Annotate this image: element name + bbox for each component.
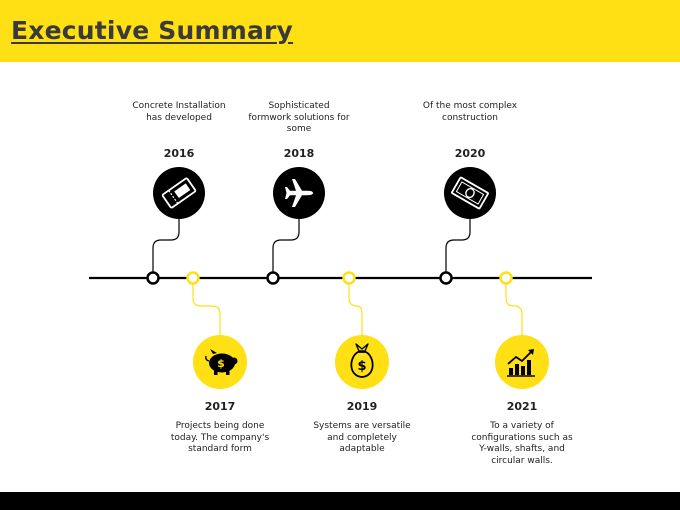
- marker-2018: [266, 271, 280, 285]
- milestone-text-2020: Of the most complex construction: [422, 101, 518, 123]
- connector-2021: [505, 284, 523, 336]
- connector-2016: [152, 218, 180, 272]
- header-bar: Executive Summary: [0, 0, 680, 62]
- milestone-year-2019: 2019: [346, 400, 378, 413]
- growth-chart-icon: [507, 349, 535, 377]
- milestone-text-2017: Projects being done today. The company's…: [170, 421, 270, 454]
- milestone-year-2017: 2017: [204, 400, 236, 413]
- milestone-year-2021: 2021: [506, 400, 538, 413]
- marker-2020: [439, 271, 453, 285]
- milestone-icon-2021: [495, 335, 549, 389]
- milestone-icon-2016: [153, 167, 205, 219]
- connector-2020: [445, 218, 471, 272]
- connector-2017: [192, 284, 221, 336]
- milestone-year-2018: 2018: [283, 147, 315, 160]
- milestone-text-2016: Concrete Installation has developed: [132, 101, 226, 123]
- page-title: Executive Summary: [11, 16, 294, 45]
- banknote-icon: [451, 176, 489, 210]
- svg-text:$: $: [217, 357, 225, 370]
- money-bag-icon: $: [350, 343, 374, 378]
- milestone-icon-2018: [273, 167, 325, 219]
- connector-2018: [272, 218, 300, 272]
- milestone-year-2016: 2016: [163, 147, 195, 160]
- airplane-icon: [285, 179, 313, 207]
- svg-text:$: $: [357, 359, 366, 374]
- marker-2021: [499, 271, 513, 285]
- milestone-text-2019: Systems are versatile and completely ada…: [313, 421, 411, 454]
- marker-2019: [342, 271, 356, 285]
- marker-2016: [146, 271, 160, 285]
- marker-2017: [186, 271, 200, 285]
- footer-bar: [0, 492, 680, 510]
- milestone-text-2018: Sophisticated formwork solutions for som…: [248, 101, 350, 134]
- milestone-icon-2017: $: [193, 335, 247, 389]
- milestone-icon-2019: $: [335, 335, 389, 389]
- milestone-year-2020: 2020: [454, 147, 486, 160]
- ticket-icon: [161, 177, 197, 209]
- piggy-bank-icon: $: [205, 349, 238, 375]
- milestone-text-2021: To a variety of configurations such as Y…: [471, 421, 573, 466]
- connector-2019: [348, 284, 363, 336]
- milestone-icon-2020: [444, 167, 496, 219]
